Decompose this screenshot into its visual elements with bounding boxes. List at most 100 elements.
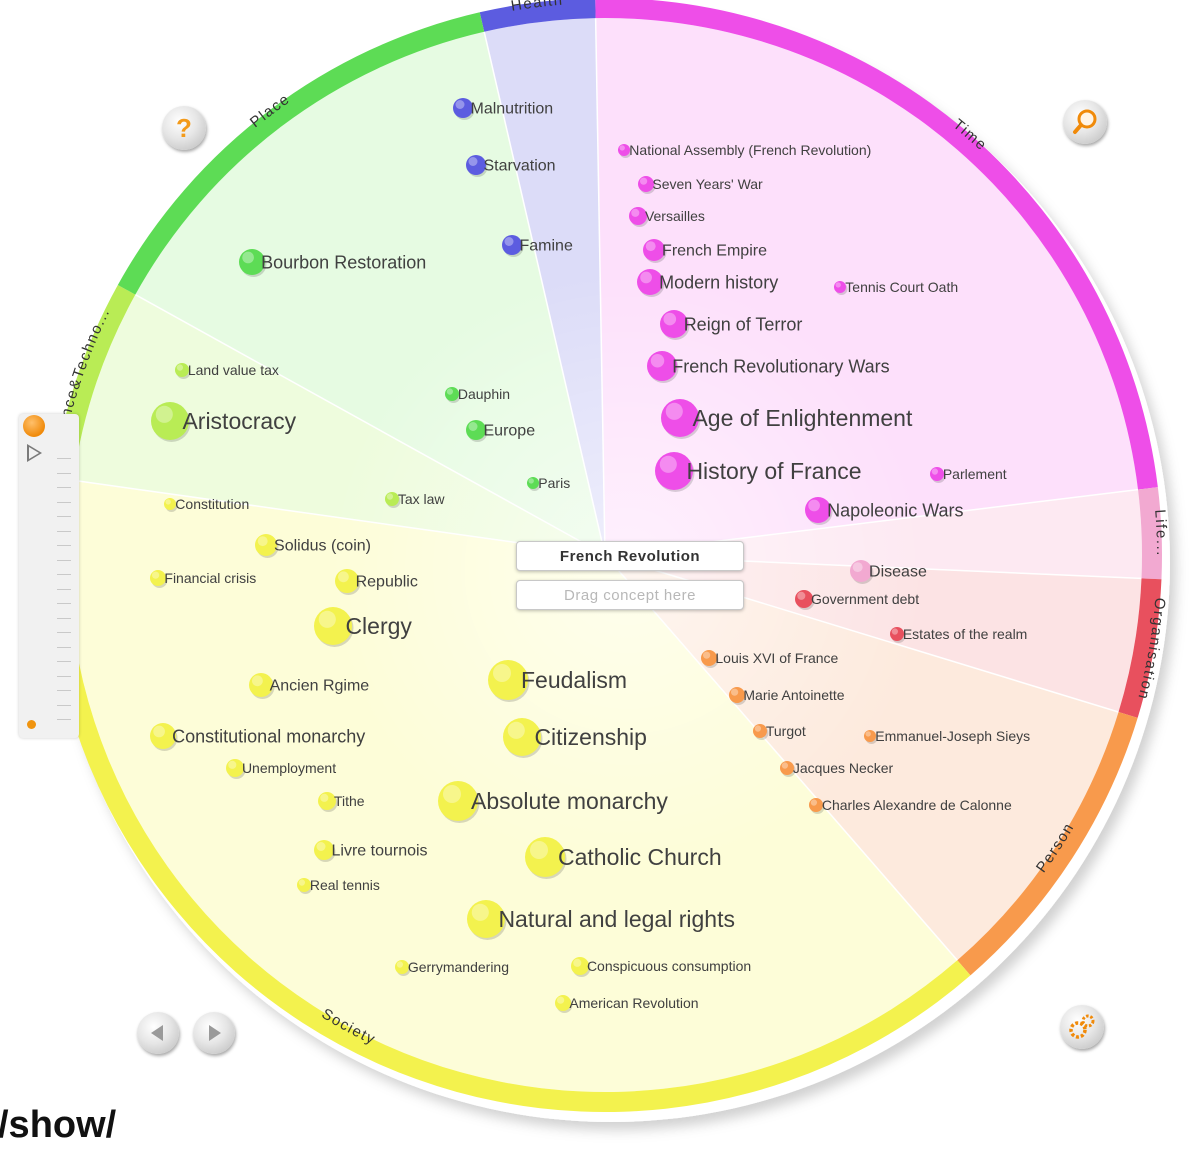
concept-citizenship[interactable]: Citizenship — [503, 718, 647, 758]
concept-label[interactable]: Estates of the realm — [903, 626, 1028, 642]
concept-famine[interactable]: Famine — [502, 235, 573, 257]
concept-label[interactable]: Tax law — [398, 491, 446, 507]
concept-label[interactable]: Conspicuous consumption — [587, 958, 751, 974]
concept-bubble[interactable] — [314, 607, 352, 645]
concept-label[interactable]: Republic — [356, 574, 418, 591]
concept-starvation[interactable]: Starvation — [466, 155, 556, 177]
concept-modern-history[interactable]: Modern history — [637, 269, 778, 297]
concept-bubble[interactable] — [226, 759, 244, 777]
concept-jacques-necker[interactable]: Jacques Necker — [780, 760, 894, 777]
concept-estates-of-the-realm[interactable]: Estates of the realm — [890, 626, 1027, 643]
concept-bubble[interactable] — [318, 792, 336, 810]
concept-label[interactable]: Jacques Necker — [793, 760, 894, 776]
concept-bubble[interactable] — [395, 960, 409, 974]
concept-versailles[interactable]: Versailles — [629, 207, 705, 227]
concept-napoleonic-wars[interactable]: Napoleonic Wars — [805, 497, 964, 525]
concept-bubble[interactable] — [661, 399, 699, 437]
concept-label[interactable]: Malnutrition — [471, 101, 554, 118]
concept-bubble[interactable] — [834, 281, 846, 293]
concept-label[interactable]: Citizenship — [534, 724, 647, 750]
concept-bubble[interactable] — [805, 497, 831, 523]
concept-label[interactable]: Tennis Court Oath — [845, 279, 958, 295]
concept-french-empire[interactable]: French Empire — [643, 239, 767, 263]
concept-age-of-enlightenment[interactable]: Age of Enlightenment — [661, 399, 913, 439]
concept-europe[interactable]: Europe — [466, 420, 535, 442]
concept-label[interactable]: Real tennis — [310, 877, 380, 893]
rim-life[interactable] — [1137, 487, 1162, 580]
concept-bubble[interactable] — [164, 498, 176, 510]
concept-label[interactable]: Paris — [538, 475, 570, 491]
concept-catholic-church[interactable]: Catholic Church — [525, 837, 722, 879]
concept-label[interactable]: American Revolution — [569, 995, 698, 1011]
concept-tax-law[interactable]: Tax law — [385, 491, 445, 508]
concept-label[interactable]: Europe — [484, 423, 536, 440]
concept-label[interactable]: Age of Enlightenment — [692, 405, 913, 431]
concept-constitutional-monarchy[interactable]: Constitutional monarchy — [150, 723, 365, 751]
search-button[interactable] — [1063, 100, 1107, 144]
back-button[interactable] — [137, 1012, 179, 1054]
concept-bubble[interactable] — [385, 492, 399, 506]
concept-aristocracy[interactable]: Aristocracy — [151, 402, 297, 442]
concept-bubble[interactable] — [314, 840, 334, 860]
settings-button[interactable] — [1060, 1005, 1104, 1049]
concept-reign-of-terror[interactable]: Reign of Terror — [660, 310, 802, 340]
concept-charles-alexandre-de-calonne[interactable]: Charles Alexandre de Calonne — [809, 797, 1012, 814]
concept-bubble[interactable] — [175, 363, 189, 377]
concept-label[interactable]: Financial crisis — [164, 570, 256, 586]
concept-bubble[interactable] — [466, 155, 486, 175]
concept-bubble[interactable] — [629, 207, 647, 225]
concept-label[interactable]: Constitutional monarchy — [172, 726, 365, 746]
concept-republic[interactable]: Republic — [335, 569, 418, 595]
concept-bubble[interactable] — [890, 627, 904, 641]
concept-label[interactable]: Parlement — [943, 466, 1007, 482]
concept-label[interactable]: Bourbon Restoration — [261, 252, 426, 272]
concept-bubble[interactable] — [809, 798, 823, 812]
concept-bubble[interactable] — [660, 310, 688, 338]
concept-label[interactable]: Marie Antoinette — [743, 687, 844, 703]
concept-label[interactable]: Charles Alexandre de Calonne — [822, 797, 1012, 813]
concept-bubble[interactable] — [655, 452, 693, 490]
concept-bubble[interactable] — [335, 569, 359, 593]
concept-bubble[interactable] — [729, 687, 745, 703]
concept-bubble[interactable] — [638, 176, 654, 192]
concept-label[interactable]: Gerrymandering — [408, 959, 509, 975]
concept-label[interactable]: Famine — [520, 238, 573, 255]
concept-label[interactable]: Unemployment — [242, 760, 336, 776]
concept-bubble[interactable] — [864, 730, 876, 742]
concept-bubble[interactable] — [637, 269, 663, 295]
concept-government-debt[interactable]: Government debt — [795, 590, 919, 610]
concept-bubble[interactable] — [780, 761, 794, 775]
concept-label[interactable]: Constitution — [175, 496, 249, 512]
concept-unemployment[interactable]: Unemployment — [226, 759, 336, 779]
rim-health[interactable] — [479, 0, 596, 32]
concept-label[interactable]: Starvation — [484, 158, 556, 175]
concept-national-assembly-french-revolution[interactable]: National Assembly (French Revolution) — [618, 142, 871, 158]
concept-gerrymandering[interactable]: Gerrymandering — [395, 959, 509, 976]
concept-constitution[interactable]: Constitution — [164, 496, 249, 512]
concept-bubble[interactable] — [438, 781, 478, 821]
concept-bubble[interactable] — [525, 837, 565, 877]
concept-label[interactable]: Seven Years' War — [652, 176, 763, 192]
concept-bubble[interactable] — [297, 878, 311, 892]
concept-marie-antoinette[interactable]: Marie Antoinette — [729, 687, 845, 705]
concept-paris[interactable]: Paris — [527, 475, 570, 491]
concept-label[interactable]: Dauphin — [458, 386, 510, 402]
concept-bubble[interactable] — [467, 900, 505, 938]
concept-emmanuel-joseph-sieys[interactable]: Emmanuel-Joseph Sieys — [864, 728, 1030, 744]
concept-feudalism[interactable]: Feudalism — [488, 660, 627, 702]
concept-livre-tournois[interactable]: Livre tournois — [314, 840, 428, 862]
concept-bubble[interactable] — [930, 467, 944, 481]
concept-label[interactable]: Aristocracy — [182, 408, 296, 434]
concept-label[interactable]: Feudalism — [521, 667, 627, 693]
concept-label[interactable]: Clergy — [345, 613, 412, 639]
concept-tennis-court-oath[interactable]: Tennis Court Oath — [834, 279, 958, 295]
concept-bubble[interactable] — [488, 660, 528, 700]
concept-absolute-monarchy[interactable]: Absolute monarchy — [438, 781, 668, 823]
concept-malnutrition[interactable]: Malnutrition — [453, 98, 553, 120]
concept-label[interactable]: Napoleonic Wars — [827, 500, 963, 520]
concept-bubble[interactable] — [466, 420, 486, 440]
concept-label[interactable]: Ancien Rgime — [270, 678, 370, 695]
concept-ancien-rgime[interactable]: Ancien Rgime — [249, 673, 369, 699]
concept-bubble[interactable] — [753, 724, 767, 738]
zoom-slider[interactable] — [19, 414, 79, 738]
